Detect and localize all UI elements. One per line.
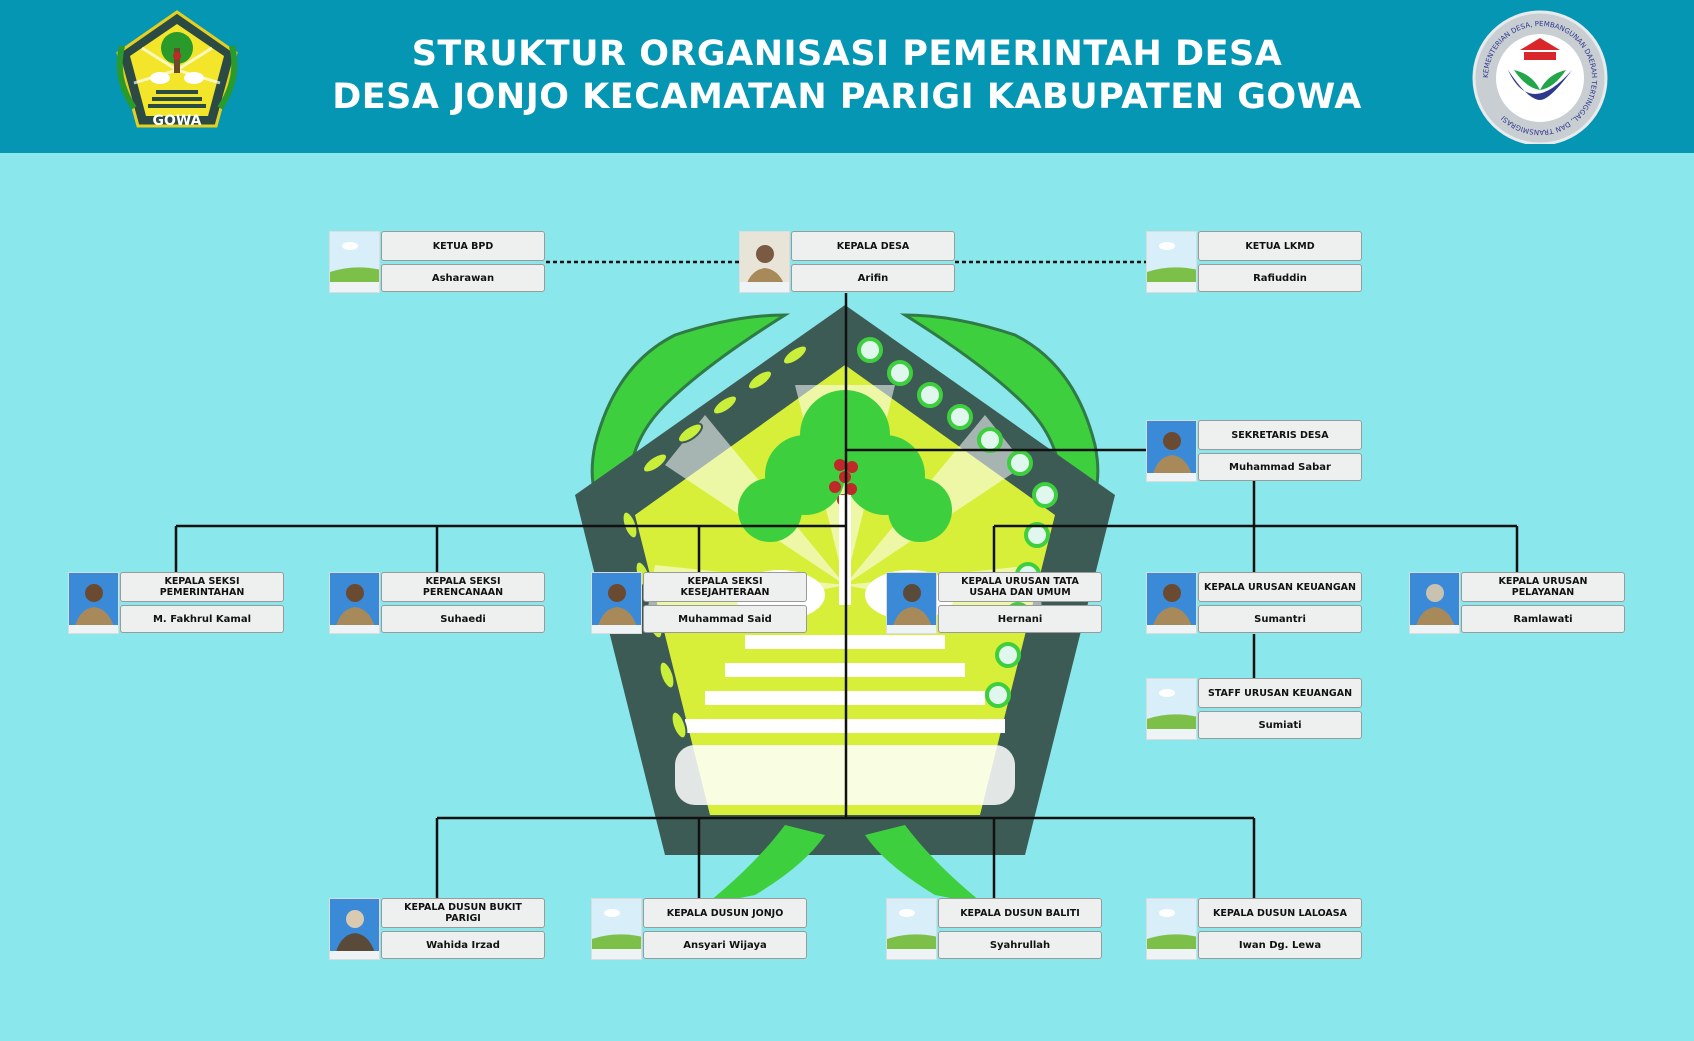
gowa-logo-text: GOWA xyxy=(152,113,201,129)
card-kasi-perencanaan: KEPALA SEKSI PERENCANAAN Suhaedi xyxy=(329,572,546,634)
person-name: Asharawan xyxy=(381,264,545,292)
person-name: Iwan Dg. Lewa xyxy=(1198,931,1362,959)
person-name: Wahida Irzad xyxy=(381,931,545,959)
person-name: Muhammad Said xyxy=(643,605,807,633)
card-sekretaris-desa: SEKRETARIS DESA Muhammad Sabar xyxy=(1146,420,1363,482)
person-photo xyxy=(739,231,790,293)
photo-placeholder xyxy=(1146,231,1197,293)
person-name: Ansyari Wijaya xyxy=(643,931,807,959)
card-kadus-laloasa: KEPALA DUSUN LALOASA Iwan Dg. Lewa xyxy=(1146,898,1363,960)
person-photo xyxy=(1409,572,1460,634)
kemendesa-logo: KEMENTERIAN DESA, PEMBANGUNAN DAERAH TER… xyxy=(1472,10,1608,144)
person-photo xyxy=(329,572,380,634)
card-staff-keuangan: STAFF URUSAN KEUANGAN Sumiati xyxy=(1146,678,1363,740)
person-photo xyxy=(329,898,380,960)
position-title: KEPALA SEKSI KESEJAHTERAAN xyxy=(643,572,807,602)
person-name: Ramlawati xyxy=(1461,605,1625,633)
person-photo xyxy=(68,572,119,634)
position-title: KETUA BPD xyxy=(381,231,545,261)
position-title: KEPALA URUSAN PELAYANAN xyxy=(1461,572,1625,602)
card-ketua-lkmd: KETUA LKMD Rafiuddin xyxy=(1146,231,1363,293)
card-kepala-desa: KEPALA DESA Arifin xyxy=(739,231,956,293)
position-title: STAFF URUSAN KEUANGAN xyxy=(1198,678,1362,708)
card-kadus-bukit-parigi: KEPALA DUSUN BUKIT PARIGI Wahida Irzad xyxy=(329,898,546,960)
person-name: Sumantri xyxy=(1198,605,1362,633)
position-title: SEKRETARIS DESA xyxy=(1198,420,1362,450)
position-title: KEPALA URUSAN KEUANGAN xyxy=(1198,572,1362,602)
position-title: KEPALA DUSUN BALITI xyxy=(938,898,1102,928)
card-kadus-baliti: KEPALA DUSUN BALITI Syahrullah xyxy=(886,898,1103,960)
person-photo xyxy=(591,572,642,634)
person-name: Sumiati xyxy=(1198,711,1362,739)
person-photo xyxy=(1146,420,1197,482)
person-name: Hernani xyxy=(938,605,1102,633)
photo-placeholder xyxy=(886,898,937,960)
card-kasi-kesejahteraan: KEPALA SEKSI KESEJAHTERAAN Muhammad Said xyxy=(591,572,808,634)
position-title: KEPALA DESA xyxy=(791,231,955,261)
person-name: Muhammad Sabar xyxy=(1198,453,1362,481)
person-photo xyxy=(886,572,937,634)
card-kaur-keuangan: KEPALA URUSAN KEUANGAN Sumantri xyxy=(1146,572,1363,634)
position-title: KEPALA DUSUN JONJO xyxy=(643,898,807,928)
person-name: M. Fakhrul Kamal xyxy=(120,605,284,633)
page-title-line2: DESA JONJO KECAMATAN PARIGI KABUPATEN GO… xyxy=(332,77,1362,117)
photo-placeholder xyxy=(591,898,642,960)
person-name: Rafiuddin xyxy=(1198,264,1362,292)
person-name: Arifin xyxy=(791,264,955,292)
photo-placeholder xyxy=(1146,678,1197,740)
page-title-line1: STRUKTUR ORGANISASI PEMERINTAH DESA xyxy=(411,34,1283,74)
photo-placeholder xyxy=(1146,898,1197,960)
position-title: KEPALA SEKSI PERENCANAAN xyxy=(381,572,545,602)
position-title: KEPALA URUSAN TATA USAHA DAN UMUM xyxy=(938,572,1102,602)
card-kaur-pelayanan: KEPALA URUSAN PELAYANAN Ramlawati xyxy=(1409,572,1626,634)
card-kasi-pemerintahan: KEPALA SEKSI PEMERINTAHAN M. Fakhrul Kam… xyxy=(68,572,285,634)
position-title: KEPALA SEKSI PEMERINTAHAN xyxy=(120,572,284,602)
person-name: Syahrullah xyxy=(938,931,1102,959)
gowa-logo: GOWA xyxy=(116,10,238,129)
position-title: KEPALA DUSUN BUKIT PARIGI xyxy=(381,898,545,928)
photo-placeholder xyxy=(329,231,380,293)
card-kaur-tata-usaha: KEPALA URUSAN TATA USAHA DAN UMUM Hernan… xyxy=(886,572,1103,634)
card-ketua-bpd: KETUA BPD Asharawan xyxy=(329,231,546,293)
person-photo xyxy=(1146,572,1197,634)
header-bar: GOWA STRUKTUR ORGANISASI PEMERINTAH DESA… xyxy=(0,0,1694,153)
position-title: KEPALA DUSUN LALOASA xyxy=(1198,898,1362,928)
position-title: KETUA LKMD xyxy=(1198,231,1362,261)
card-kadus-jonjo: KEPALA DUSUN JONJO Ansyari Wijaya xyxy=(591,898,808,960)
person-name: Suhaedi xyxy=(381,605,545,633)
